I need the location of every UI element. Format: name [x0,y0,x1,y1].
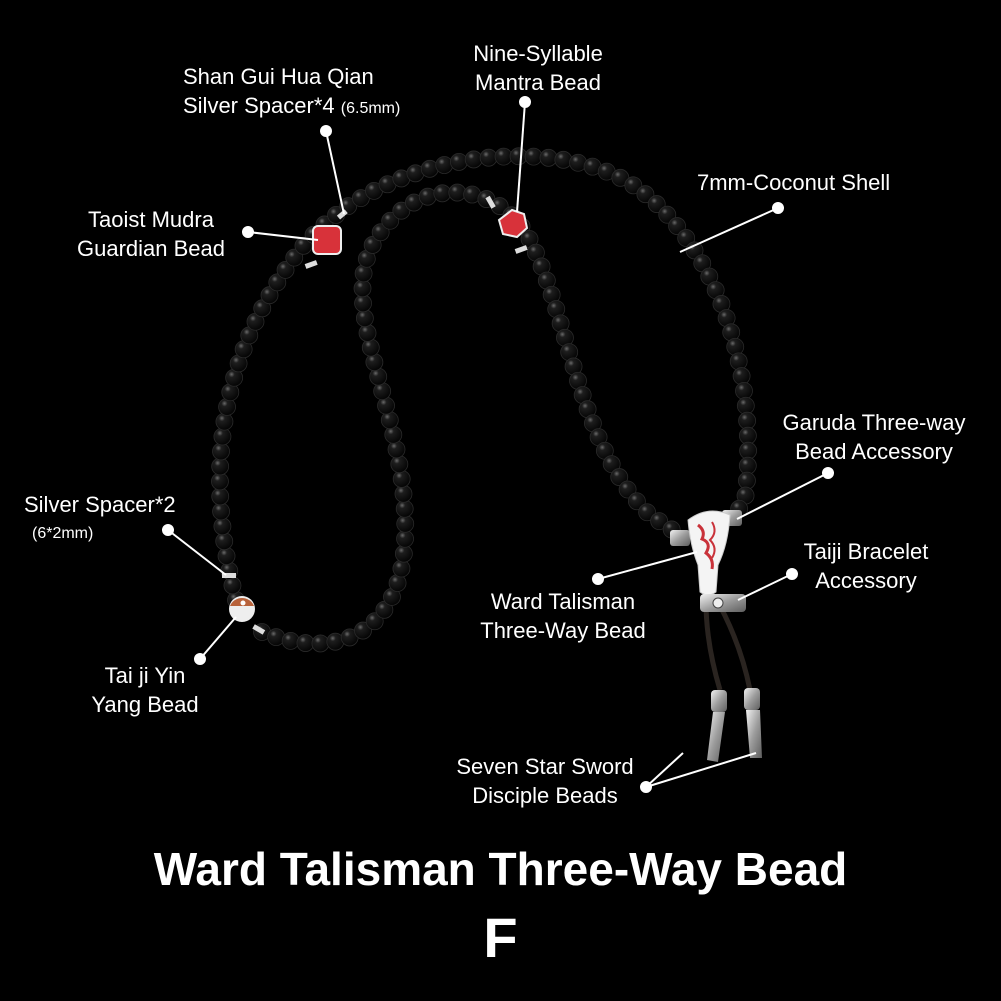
variant-letter: F [483,906,518,969]
silver-spacer-icon [485,195,496,209]
label-seven-star-sword: Seven Star Sword Disciple Beads [456,754,634,808]
silver-spacer-icon [336,209,348,220]
label-taiji-bracelet: Taiji Bracelet Accessory [803,539,929,593]
seven-star-sword-icon [744,688,762,758]
label-nine-syllable-mantra: Nine-Syllable Mantra Bead [473,41,603,95]
label-silver-spacer-2: Silver Spacer*2 (6*2mm) [24,492,176,542]
label-coconut-shell: 7mm-Coconut Shell [697,170,891,195]
label-ward-talisman: Ward Talisman Three-Way Bead [480,589,646,643]
label-taoist-mudra: Taoist Mudra Guardian Bead [77,207,225,261]
silver-spacer-icon [222,573,236,578]
accent-beads [222,195,762,762]
silver-spacer-icon [304,260,318,269]
ward-talisman-bead-icon [687,510,731,596]
label-garuda-accessory: Garuda Three-way Bead Accessory [782,410,966,464]
product-title: Ward Talisman Three-Way Bead [153,843,848,895]
silver-spacer-icon [252,624,266,635]
silver-spacer-icon [514,245,528,254]
label-shan-gui-spacer: Shan Gui Hua Qian Silver Spacer*4 (6.5mm… [183,64,401,118]
label-taiji-yin-yang: Tai ji Yin Yang Bead [91,663,199,717]
seven-star-sword-icon [707,690,727,762]
mantra-bead-icon [497,208,529,239]
callout-lines [162,96,834,793]
coconut-shell-beads [211,147,758,653]
garuda-accessory-icon [670,530,690,546]
